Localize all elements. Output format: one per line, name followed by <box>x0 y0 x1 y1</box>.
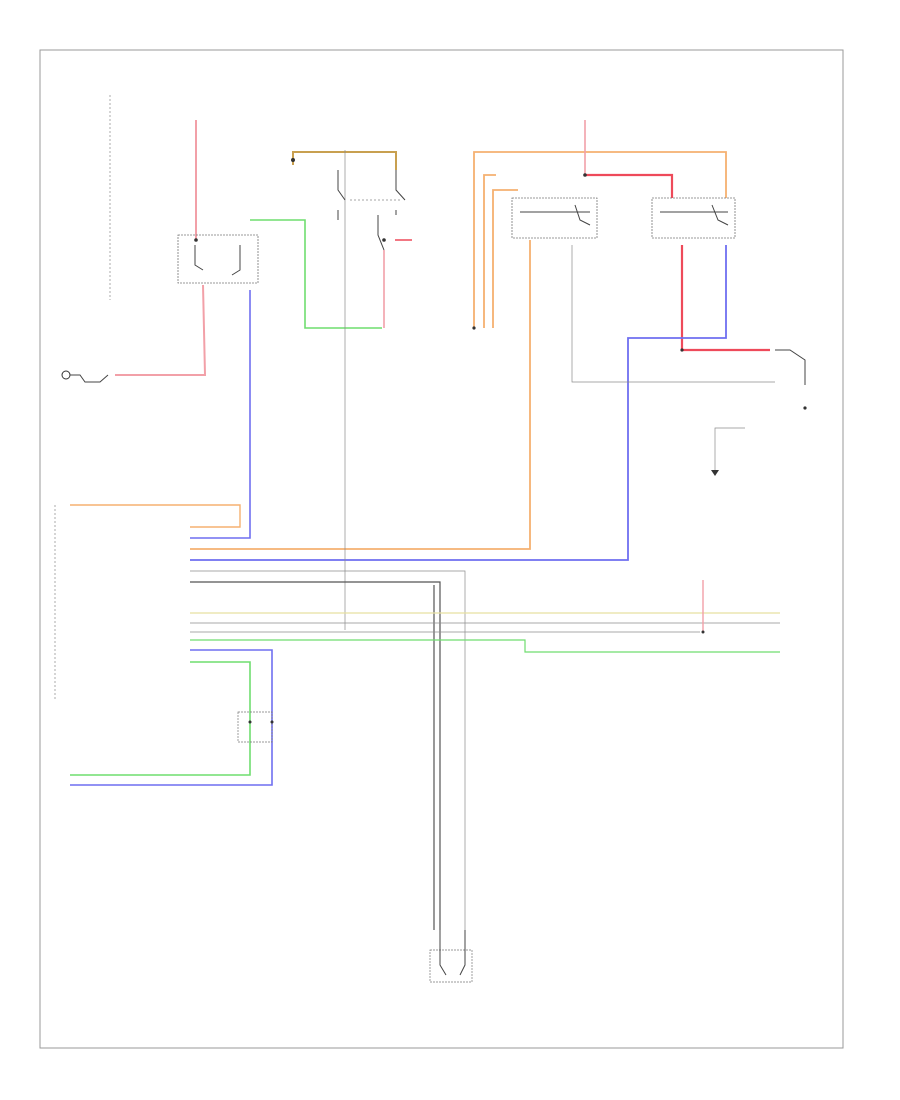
relay-mid <box>377 215 385 251</box>
relay-left <box>177 234 259 284</box>
wire-green-relay <box>250 219 382 329</box>
wire-red-relay-b <box>585 173 674 198</box>
relay-b <box>651 197 736 239</box>
wire-orange-ecm <box>190 240 531 550</box>
wire-orange-inner <box>492 189 518 328</box>
relay-a <box>511 197 598 239</box>
wire-orange-mid <box>483 174 496 328</box>
wire-blue-right-ecm <box>190 245 727 561</box>
junction-dot <box>382 238 386 242</box>
ground-left <box>61 370 109 383</box>
junction-dot <box>472 326 476 330</box>
wire-gray-relay-a <box>571 245 775 383</box>
splice-block <box>237 711 274 743</box>
junction-dot <box>583 173 587 177</box>
wire-orange-ecm-top <box>70 504 241 528</box>
wire-blue-splice <box>70 649 273 786</box>
wire-pink-ground-left <box>115 284 207 376</box>
wire-black-sensor <box>190 581 441 930</box>
sensor-bottom <box>429 930 473 983</box>
wire-green-splice <box>70 661 251 776</box>
wire-green-right <box>190 639 780 653</box>
wire-brown-switch <box>292 151 397 170</box>
wire-blue-relay-ecm <box>190 290 251 539</box>
junction-dot <box>291 158 295 162</box>
diagram-frame <box>39 49 844 1049</box>
switch-right <box>350 170 406 215</box>
junction-dot <box>194 238 198 242</box>
wire-orange-top <box>473 151 727 328</box>
connector-right <box>711 349 807 476</box>
switch-center <box>337 170 346 220</box>
wire-gray-sensor <box>190 570 466 930</box>
junction-dot <box>680 348 684 352</box>
sensor-right <box>701 630 705 634</box>
